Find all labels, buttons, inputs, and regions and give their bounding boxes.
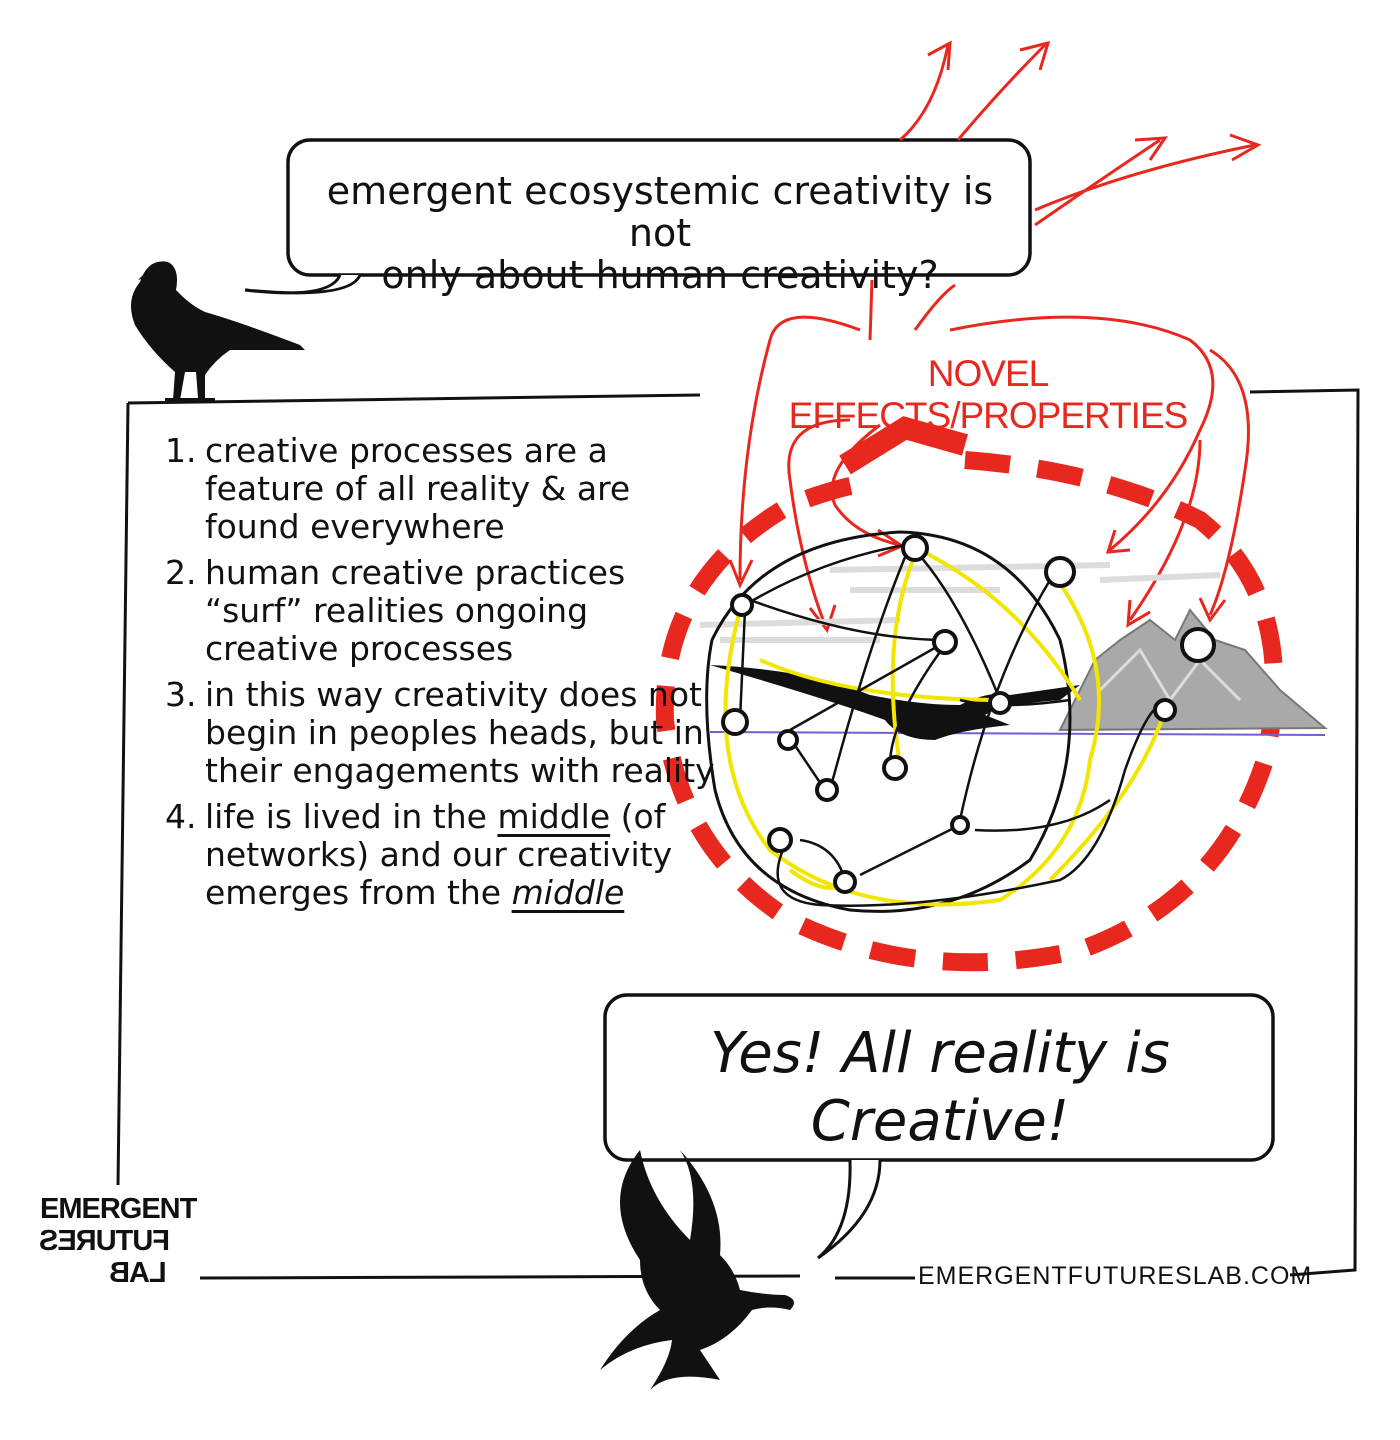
underlined-word: middle [497, 797, 611, 836]
network-node [1153, 698, 1177, 722]
network-nodes [721, 534, 1216, 894]
list-item-text: life is lived in the middle (of networks… [205, 798, 725, 912]
list-item-number: 2. [165, 553, 197, 592]
network-node [833, 870, 857, 894]
network-links-yellow [723, 548, 1167, 907]
speech-bubble-top [244, 138, 1032, 295]
landscape [699, 562, 1328, 736]
logo-line-3: LAB [110, 1257, 167, 1289]
answer-line-1: Yes! All reality is [710, 1021, 1170, 1086]
logo-line-2: FUTURES [40, 1225, 170, 1257]
network-node [721, 708, 749, 736]
panel-frame [116, 388, 1360, 1280]
list-item-text: in this way creativity does not begin in… [205, 675, 715, 790]
network-node [1044, 556, 1076, 588]
list-item: 1. creative processes are a feature of a… [165, 432, 725, 546]
emergence-arrows [868, 40, 1262, 341]
list-item-text-middle: (of networks) and our creativity emerges… [205, 797, 673, 912]
network-node [777, 729, 799, 751]
list-item-number: 3. [165, 675, 197, 714]
network-node [950, 815, 970, 835]
network-node [901, 534, 929, 562]
question-text: emergent ecosystemic creativity is not o… [305, 170, 1015, 296]
network-node [932, 629, 958, 655]
answer-text: Yes! All reality is Creative! [620, 1020, 1260, 1156]
footer-url: EMERGENTFUTURESLAB.COM [918, 1262, 1313, 1290]
list-item-number: 4. [165, 797, 197, 836]
question-line-1: emergent ecosystemic creativity is not [326, 169, 994, 255]
network-circle [705, 530, 1072, 913]
list-item-text-start: life is lived in the [205, 797, 487, 836]
raven-perched-icon [131, 261, 305, 402]
list-item-text: creative processes are a feature of all … [205, 431, 631, 546]
underlined-word-italic: middle [511, 873, 625, 912]
question-line-2: only about human creativity? [381, 253, 939, 297]
speech-bubble-bottom [603, 993, 1275, 1260]
label-arrows [728, 315, 1250, 634]
principles-list: 1. creative processes are a feature of a… [165, 432, 725, 920]
logo-line-1: EMERGENT [40, 1193, 197, 1225]
network-label: NOVEL EFFECTS/PROPERTIES [788, 353, 1189, 436]
list-item: 4. life is lived in the middle (of netwo… [165, 798, 725, 912]
network-node [730, 593, 754, 617]
list-item-text: human creative practices “surf” realitie… [205, 553, 626, 668]
list-item: 2. human creative practices “surf” reali… [165, 554, 725, 668]
list-item: 3. in this way creativity does not begin… [165, 676, 725, 790]
answer-line-2: Creative! [810, 1089, 1070, 1154]
network-node [882, 755, 908, 781]
network-node [767, 827, 793, 853]
ecosystem-boundary [655, 416, 1283, 972]
raven-flying-icon [600, 1150, 794, 1390]
list-item-number: 1. [165, 431, 197, 470]
network-node [1180, 627, 1216, 663]
network-node [988, 691, 1012, 715]
emergent-futures-lab-logo: EMERGENT FUTURES LAB [40, 1193, 200, 1289]
network-node [815, 778, 839, 802]
